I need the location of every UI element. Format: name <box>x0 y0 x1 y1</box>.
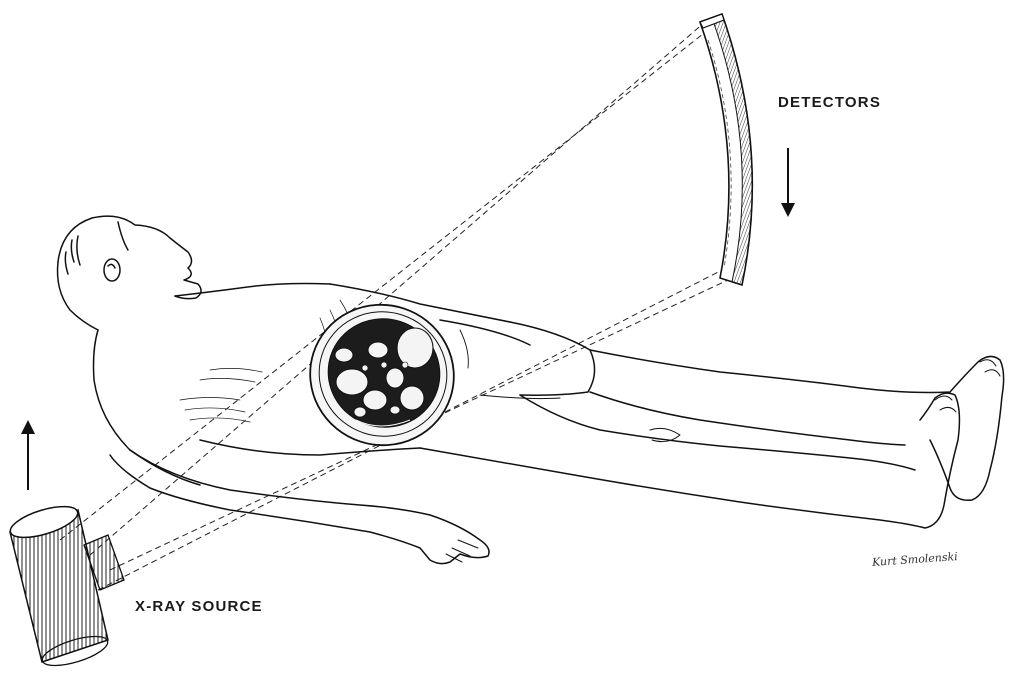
xray-source-label: X-RAY SOURCE <box>135 598 263 615</box>
patient-figure <box>58 216 1004 563</box>
abdominal-cross-section <box>292 286 472 464</box>
down-arrow-icon <box>781 148 795 217</box>
detector-array <box>700 14 752 285</box>
up-arrow-icon <box>21 420 35 490</box>
xray-source <box>7 500 124 671</box>
detectors-label: DETECTORS <box>778 94 881 111</box>
